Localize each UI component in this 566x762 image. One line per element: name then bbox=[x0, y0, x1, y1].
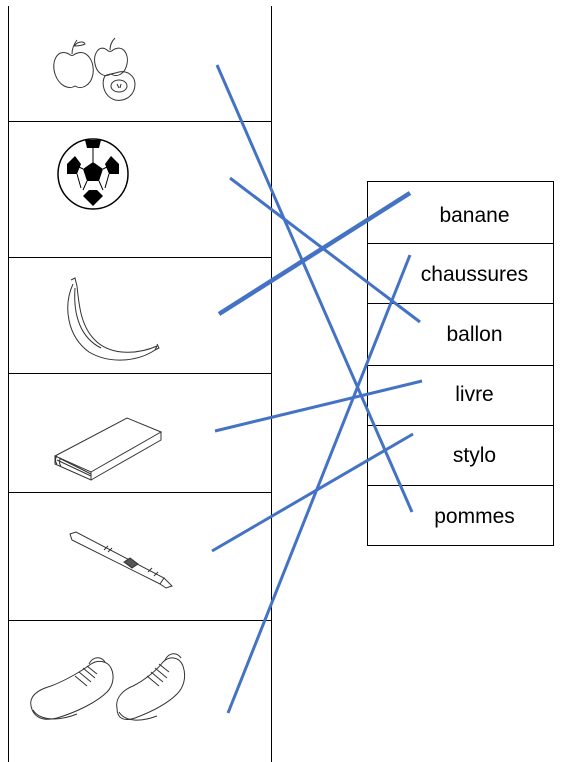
word-divider bbox=[368, 243, 553, 244]
row-divider bbox=[9, 257, 271, 258]
word-column: banane chaussures ballon livre stylo pom… bbox=[367, 181, 554, 546]
word-label: livre bbox=[455, 383, 494, 407]
word-divider bbox=[368, 365, 553, 366]
apples-icon bbox=[53, 37, 136, 101]
soccer-ball-icon bbox=[57, 138, 129, 210]
row-divider bbox=[9, 373, 271, 374]
picture-column bbox=[8, 6, 272, 762]
banana-icon bbox=[67, 277, 160, 361]
word-label: chaussures bbox=[420, 263, 529, 287]
word-label: ballon bbox=[446, 323, 503, 347]
shoes-icon bbox=[30, 653, 186, 721]
row-divider bbox=[9, 121, 271, 122]
pen-icon bbox=[69, 531, 173, 589]
word-cell: stylo bbox=[368, 426, 553, 487]
row-divider bbox=[9, 492, 271, 493]
word-label: pommes bbox=[434, 505, 515, 529]
word-label: stylo bbox=[452, 444, 497, 468]
word-divider bbox=[368, 425, 553, 426]
word-cell: banane bbox=[368, 186, 553, 247]
row-divider bbox=[9, 620, 271, 621]
word-label: banane bbox=[439, 204, 510, 228]
book-icon bbox=[53, 417, 163, 481]
word-cell: pommes bbox=[368, 487, 553, 548]
word-cell: chaussures bbox=[368, 245, 553, 306]
word-divider bbox=[368, 303, 553, 304]
word-cell: ballon bbox=[368, 305, 553, 366]
word-divider bbox=[368, 485, 553, 486]
word-cell: livre bbox=[368, 365, 553, 426]
